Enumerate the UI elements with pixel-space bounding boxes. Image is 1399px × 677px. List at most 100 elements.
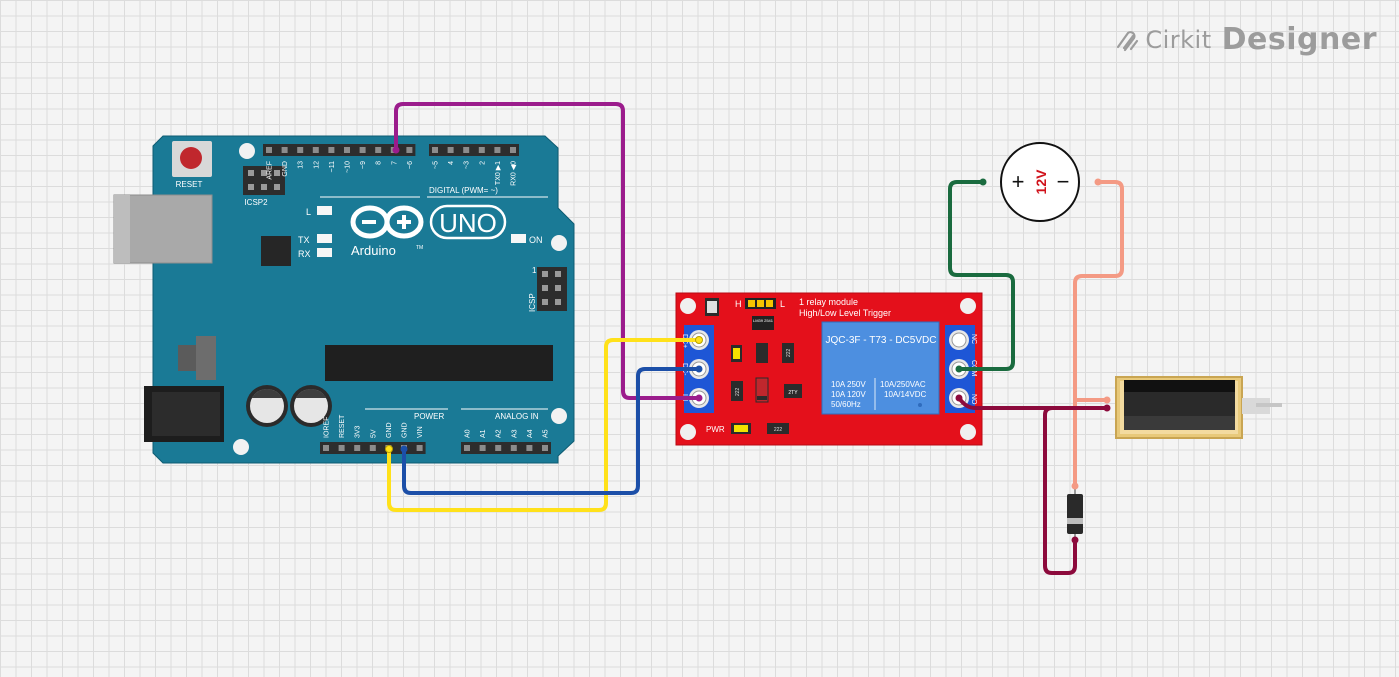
uno-text: UNO (439, 208, 497, 238)
mount-hole (551, 408, 567, 424)
cirkit-designer-logo: Cirkit Designer (1115, 22, 1377, 57)
header-pin[interactable] (312, 147, 319, 153)
pin-label: AREF (267, 161, 274, 180)
pin-label: 12 (313, 161, 320, 169)
mount-hole (680, 424, 696, 440)
header-pin[interactable] (478, 147, 485, 153)
pin-label: VIN (417, 426, 424, 438)
mount-hole (960, 298, 976, 314)
pin-label: ~3 (464, 161, 471, 169)
wire-diode-to-solenoid[interactable] (1043, 406, 1077, 575)
header-pin[interactable] (416, 445, 423, 451)
header-pin[interactable] (479, 445, 486, 451)
analog-section-label: ANALOG IN (495, 412, 539, 421)
header-pin[interactable] (526, 445, 533, 451)
digital-pin-header[interactable] (263, 144, 519, 156)
power-section-label: POWER (414, 412, 444, 421)
header-pin[interactable] (510, 445, 517, 451)
arduino-uno-board[interactable]: RESET ICSP2 (113, 135, 575, 464)
icsp-header (537, 267, 567, 311)
wire-battery-negative-to-solenoid[interactable] (1073, 180, 1124, 488)
transistor (784, 384, 802, 398)
jumper-l-label: L (780, 299, 785, 309)
flyback-diode[interactable] (1067, 486, 1083, 540)
pin-label: GND (282, 161, 289, 177)
reset-button-cap[interactable] (180, 147, 202, 169)
led-tx-label: TX (298, 235, 310, 245)
pin-label: 7 (391, 161, 398, 165)
header-pin[interactable] (344, 147, 350, 153)
analog-pin-header[interactable] (461, 442, 551, 454)
battery-minus-symbol: − (1057, 169, 1070, 194)
wire-signal-pin9-to-in[interactable] (394, 102, 701, 400)
mount-hole (680, 298, 696, 314)
relay-module[interactable]: DC+ DC- IN NC COM NO JQC-3F - T73 - DC5V… (675, 292, 983, 446)
pin-label: 13 (298, 161, 305, 169)
battery-12v[interactable]: + − 12V (1000, 142, 1080, 222)
pin-label-nc: NC (970, 334, 977, 344)
pin-label: 2 (479, 161, 486, 165)
pin-label: IOREF (324, 417, 331, 438)
pin-label: A4 (527, 429, 534, 438)
trigger-jumper[interactable] (745, 298, 776, 309)
mount-hole (960, 424, 976, 440)
header-pin[interactable] (323, 445, 329, 451)
pin-label: 8 (376, 161, 383, 165)
header-pin[interactable] (369, 445, 376, 451)
pin-label: GND (402, 422, 409, 438)
pin-label: ~11 (329, 161, 336, 172)
capacitor (246, 385, 288, 427)
header-pin[interactable] (406, 147, 413, 153)
header-pin[interactable] (494, 147, 501, 153)
rating-right-1: 10A/250VAC (880, 380, 926, 389)
arduino-brand-text: Arduino (351, 243, 396, 258)
solenoid[interactable] (1115, 376, 1282, 439)
pin-label: ~9 (360, 161, 367, 169)
module-title: 1 relay module (799, 297, 858, 307)
wire-junctions (385, 146, 1111, 544)
header-pin[interactable] (328, 147, 335, 153)
pin-label: ~10 (345, 161, 352, 173)
header-pin[interactable] (354, 445, 361, 451)
mount-hole (233, 439, 249, 455)
led-rx-label: RX (298, 249, 311, 259)
transistor-label: 2TY (788, 390, 798, 396)
pin-label: A1 (480, 429, 487, 438)
header-pin[interactable] (266, 147, 272, 153)
header-pin[interactable] (297, 147, 304, 153)
smd-chip (752, 316, 774, 330)
header-pin[interactable] (375, 147, 382, 153)
smd-label: 222 (735, 387, 741, 396)
header-pin[interactable] (510, 147, 516, 153)
wire-battery-positive-to-com[interactable] (948, 180, 1015, 371)
icsp-pin1-label: 1 (532, 266, 537, 275)
pin-label: 3V3 (355, 425, 362, 438)
header-pin[interactable] (464, 445, 470, 451)
power-pin-header[interactable] (320, 442, 426, 454)
digital-pwm-label: DIGITAL (PWM= ~) (429, 186, 498, 195)
reset-label: RESET (176, 180, 203, 189)
led-l-label: L (306, 207, 311, 217)
header-pin[interactable] (463, 147, 470, 153)
header-pin[interactable] (281, 147, 288, 153)
icsp2-label: ICSP2 (244, 198, 268, 207)
rating-left-2: 10A 120V (831, 390, 866, 399)
pin-label: GND (386, 422, 393, 438)
atmega328-chip (325, 345, 553, 381)
header-pin[interactable] (447, 147, 454, 153)
header-pin[interactable] (359, 147, 366, 153)
header-pin[interactable] (432, 147, 438, 153)
header-pin[interactable] (542, 445, 548, 451)
header-pin[interactable] (338, 445, 345, 451)
led-rx (317, 248, 332, 257)
capacitor (290, 385, 332, 427)
terminal-screw[interactable] (949, 330, 969, 350)
header-pin[interactable] (495, 445, 502, 451)
smd-resistor (767, 423, 789, 434)
brand-name: Cirkit (1145, 25, 1212, 54)
wire-gnd-to-dc-minus[interactable] (402, 367, 701, 495)
jumper-h-label: H (735, 299, 742, 309)
wire-5v-to-dc-plus[interactable] (387, 338, 701, 512)
relay-cube (821, 321, 940, 415)
